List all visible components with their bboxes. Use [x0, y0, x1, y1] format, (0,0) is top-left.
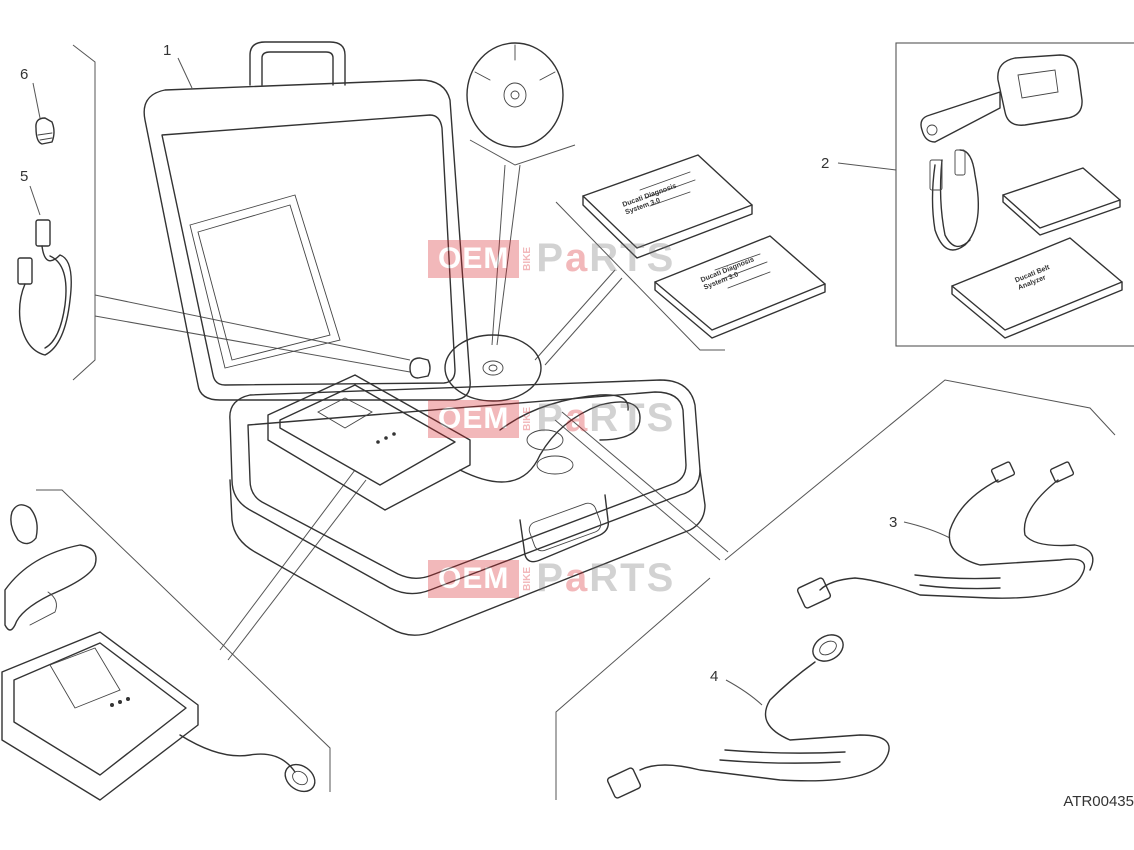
callout-2: 2	[821, 155, 830, 172]
carrying-case	[143, 41, 706, 636]
callout-5: 5	[20, 168, 29, 185]
small-adapter	[35, 117, 55, 145]
callout-4: 4	[710, 668, 719, 685]
diagnostic-unit-detail	[1, 631, 316, 801]
rj-cable	[796, 461, 1094, 609]
belt-analyzer-kit-frame	[895, 42, 1134, 347]
carabiner-strap	[4, 504, 97, 631]
round-connector-cable	[606, 634, 890, 799]
software-cd	[466, 42, 564, 148]
callout-3: 3	[889, 514, 898, 531]
bracket-lines	[36, 44, 1116, 800]
usb-cable	[17, 219, 72, 356]
manuals	[582, 154, 826, 339]
drawing-reference-code: ATR00435	[1063, 793, 1134, 810]
callout-1: 1	[163, 42, 172, 59]
belt-analyzer-kit	[920, 54, 1123, 339]
callout-leaders	[29, 57, 951, 706]
callout-6: 6	[20, 66, 29, 83]
